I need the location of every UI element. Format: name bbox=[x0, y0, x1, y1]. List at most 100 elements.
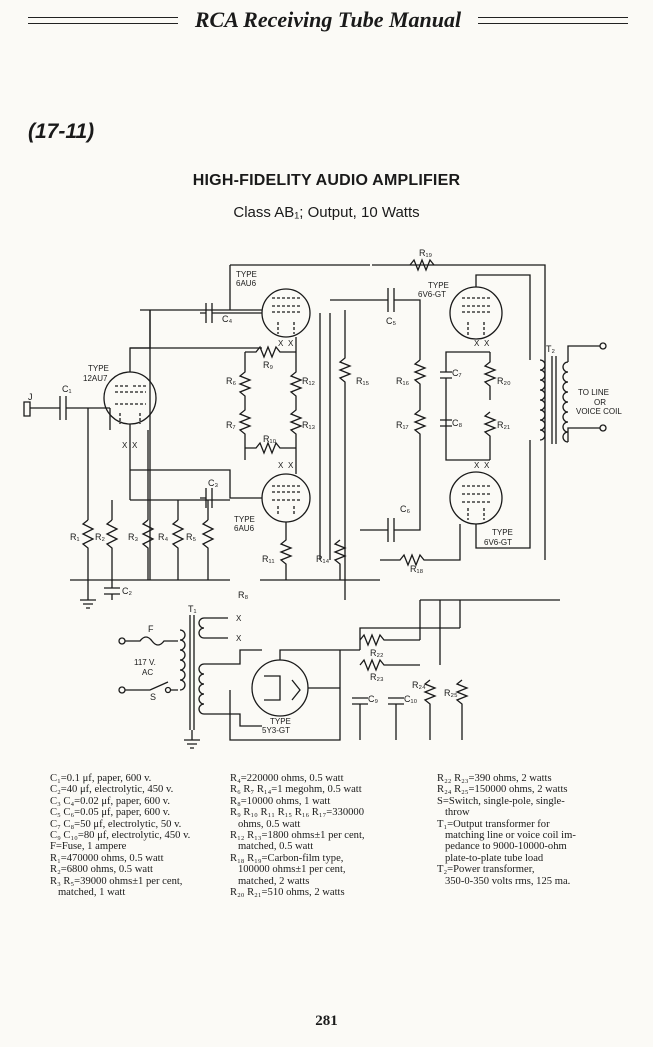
label-r4: R₄ bbox=[158, 532, 168, 542]
label-c3: C₃ bbox=[208, 478, 218, 488]
label-r1: R₁ bbox=[70, 532, 80, 542]
parts-list-item: throw bbox=[437, 807, 470, 819]
parts-list-item: C₅ C₆=0.05 μf, paper, 600 v. bbox=[50, 807, 171, 819]
parts-list-item: matching line or voice coil im- bbox=[437, 830, 576, 842]
mains-label-ac: AC bbox=[142, 668, 153, 677]
label-r6: R₆ bbox=[226, 376, 236, 386]
parts-list-item: 350-0-350 volts rms, 125 ma. bbox=[437, 875, 571, 887]
label-r21: R₂₁ bbox=[497, 420, 510, 430]
label-r7: R₇ bbox=[226, 420, 236, 430]
label-r11: R₁₁ bbox=[262, 554, 275, 564]
label-r24: R₂₄ bbox=[412, 680, 426, 690]
label-c9: C₉ bbox=[368, 694, 378, 704]
parts-list-column-2: R₄=220000 ohms, 0.5 watt R₆ R₇ R₁₄=1 meg… bbox=[230, 773, 435, 898]
parts-list-item: C₁=0.1 μf, paper, 600 v. bbox=[50, 773, 152, 784]
parts-list-item: R₆ R₇ R₁₄=1 megohm, 0.5 watt bbox=[230, 784, 362, 796]
label-f: F bbox=[148, 624, 154, 634]
label-r16: R₁₆ bbox=[396, 376, 410, 386]
heater-mark-v5b: X bbox=[484, 461, 490, 470]
label-t1: T₁ bbox=[188, 604, 197, 614]
label-r5: R₅ bbox=[186, 532, 196, 542]
tube-v2-6au6 bbox=[261, 288, 311, 338]
label-r9: R₉ bbox=[263, 360, 273, 370]
page-number: 281 bbox=[315, 1013, 338, 1029]
v5-label-model: 6V6-GT bbox=[484, 538, 512, 547]
heater-mark-t1-a: X bbox=[236, 614, 242, 623]
tube-v5-6v6gt bbox=[449, 471, 503, 525]
v3-label-type: TYPE bbox=[234, 515, 255, 524]
parts-list-item: R₂₀ R₂₁=510 ohms, 2 watts bbox=[230, 887, 345, 899]
header-rule-left bbox=[28, 17, 178, 24]
v3-label-model: 6AU6 bbox=[234, 524, 255, 533]
mains-label-voltage: 117 V. bbox=[134, 658, 156, 667]
parts-list-item: pedance to 9000-10000-ohm bbox=[437, 841, 567, 853]
label-r10: R₁₀ bbox=[263, 434, 277, 444]
label-r25: R₂₅ bbox=[444, 688, 458, 698]
label-r20: R₂₀ bbox=[497, 376, 511, 386]
label-r13: R₁₃ bbox=[302, 420, 316, 430]
heater-mark-t1-b: X bbox=[236, 634, 242, 643]
label-c2: C₂ bbox=[122, 586, 132, 596]
parts-list-column-1: C₁=0.1 μf, paper, 600 v. C₂=40 μf, elect… bbox=[50, 773, 230, 898]
parts-list-item: R₃ R₅=39000 ohms±1 per cent, bbox=[50, 875, 183, 887]
circuit-subtitle: Class AB₁; Output, 10 Watts bbox=[233, 204, 420, 221]
label-r15: R₁₅ bbox=[356, 376, 370, 386]
label-c7: C₇ bbox=[452, 368, 462, 378]
label-s: S bbox=[150, 692, 156, 702]
label-c8: C₈ bbox=[452, 418, 462, 428]
parts-list-item: R₁=470000 ohms, 0.5 watt bbox=[50, 852, 164, 864]
heater-mark-v2: X bbox=[278, 339, 284, 348]
label-r18: R₁₈ bbox=[410, 564, 424, 574]
label-r22: R₂₂ bbox=[370, 648, 384, 658]
label-r17: R₁₇ bbox=[396, 420, 409, 430]
tube-v1-12au7 bbox=[103, 371, 157, 425]
v1-label-type: TYPE bbox=[88, 364, 109, 373]
label-c6: C₆ bbox=[400, 504, 410, 514]
rect-label-type: TYPE bbox=[270, 717, 291, 726]
tube-v3-6au6 bbox=[261, 473, 311, 523]
heater-mark-v5: X bbox=[474, 461, 480, 470]
parts-list-item: matched, 0.5 watt bbox=[230, 841, 314, 853]
parts-list-item: matched, 2 watts bbox=[230, 875, 310, 887]
label-r23: R₂₃ bbox=[370, 672, 384, 682]
label-r19: R₁₉ bbox=[419, 248, 433, 258]
heater-mark-v4b: X bbox=[484, 339, 490, 348]
label-c10: C₁₀ bbox=[404, 694, 418, 704]
parts-list-item: R₁₂ R₁₃=1800 ohms±1 per cent, bbox=[230, 830, 365, 842]
parts-list-item: S=Switch, single-pole, single- bbox=[437, 795, 565, 807]
output-label-voice-coil: VOICE COIL bbox=[576, 407, 622, 416]
heater-mark-v2b: X bbox=[288, 339, 294, 348]
parts-list-item: R₉ R₁₀ R₁₁ R₁₅ R₁₆ R₁₇=330000 bbox=[230, 807, 365, 819]
label-r12: R₁₂ bbox=[302, 376, 316, 386]
page-header: RCA Receiving Tube Manual bbox=[28, 6, 628, 34]
v4-label-type: TYPE bbox=[428, 281, 449, 290]
parts-list-item: C₂=40 μf, electrolytic, 450 v. bbox=[50, 784, 174, 796]
heater-mark-v3: X bbox=[278, 461, 284, 470]
label-j: J bbox=[28, 392, 33, 402]
v1-label-model: 12AU7 bbox=[83, 374, 108, 383]
v2-label-type: TYPE bbox=[236, 270, 257, 279]
parts-list-item: matched, 1 watt bbox=[50, 887, 126, 899]
parts-list-item: R₈=10000 ohms, 1 watt bbox=[230, 795, 331, 807]
parts-list-item: C₃ C₄=0.02 μf, paper, 600 v. bbox=[50, 795, 171, 807]
parts-list-item: 100000 ohms±1 per cent, bbox=[230, 864, 346, 876]
parts-list-item: F=Fuse, 1 ampere bbox=[50, 841, 127, 853]
parts-list-item: R₂=6800 ohms, 0.5 watt bbox=[50, 864, 153, 876]
label-r8: R₈ bbox=[238, 590, 248, 600]
parts-list-item: T₂=Power transformer, bbox=[437, 864, 535, 876]
v4-label-model: 6V6-GT bbox=[418, 290, 446, 299]
parts-list-column-3: R₂₂ R₂₃=390 ohms, 2 watts R₂₄ R₂₅=150000… bbox=[437, 773, 637, 887]
circuit-title: HIGH-FIDELITY AUDIO AMPLIFIER bbox=[192, 172, 461, 189]
parts-list-item: C₇ C₈=50 μf, electrolytic, 50 v. bbox=[50, 818, 182, 830]
label-c1: C₁ bbox=[62, 384, 72, 394]
label-c5: C₅ bbox=[386, 316, 396, 326]
output-label-or: OR bbox=[594, 398, 606, 407]
parts-list-item: C₉ C₁₀=80 μf, electrolytic, 450 v. bbox=[50, 830, 191, 842]
heater-mark-v1: X bbox=[122, 441, 128, 450]
label-r3: R₃ bbox=[128, 532, 138, 542]
parts-list-item: R₁₈ R₁₉=Carbon-film type, bbox=[230, 852, 344, 864]
label-r2: R₂ bbox=[95, 532, 105, 542]
parts-list-item: R₂₂ R₂₃=390 ohms, 2 watts bbox=[437, 773, 552, 784]
parts-list-item: R₂₄ R₂₅=150000 ohms, 2 watts bbox=[437, 784, 568, 796]
parts-list-item: plate-to-plate tube load bbox=[437, 852, 544, 864]
